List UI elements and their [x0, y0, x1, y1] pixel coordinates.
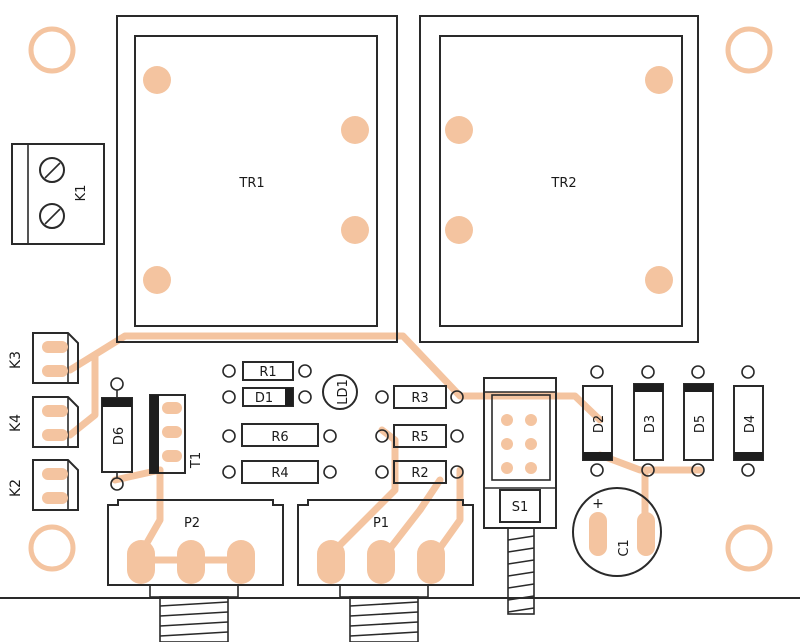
diode-d1: D1 — [222, 387, 312, 407]
connector-k3: K3 — [8, 332, 79, 384]
resistor-r5: R5 — [375, 424, 464, 448]
potentiometer-p2: P2 — [107, 499, 284, 642]
r1-label: R1 — [259, 365, 276, 380]
d2-label: D2 — [592, 415, 607, 433]
k2-label: K2 — [8, 479, 24, 497]
ld1-label: LD1 — [336, 379, 351, 405]
r3-label: R3 — [411, 391, 428, 406]
led-ld1: LD1 — [322, 374, 358, 410]
k3-label: K3 — [8, 351, 24, 369]
diode-d2: D2 — [582, 365, 613, 477]
transformer-tr1: TR1 — [116, 15, 398, 343]
switch-s1: S1 — [483, 377, 557, 615]
terminal-k1: K1 — [11, 143, 105, 245]
diode-d4: D4 — [733, 365, 764, 477]
t1-label: T1 — [189, 452, 204, 469]
d6-label: D6 — [112, 427, 127, 445]
resistor-r2: R2 — [375, 460, 464, 484]
resistor-r4: R4 — [222, 460, 337, 484]
c1-label: C1 — [617, 539, 632, 556]
d3-label: D3 — [643, 415, 658, 433]
resistor-r6: R6 — [222, 423, 337, 447]
mounting-hole-bottom-left — [28, 524, 76, 572]
diode-d5: D5 — [683, 365, 714, 477]
mounting-hole-top-left — [28, 26, 76, 74]
transformer-tr2: TR2 — [419, 15, 699, 343]
r5-label: R5 — [411, 430, 428, 445]
capacitor-c1: + C1 — [572, 487, 662, 577]
r6-label: R6 — [271, 430, 288, 445]
r4-label: R4 — [271, 466, 288, 481]
d4-label: D4 — [743, 415, 758, 433]
diode-d6: D6 — [101, 377, 133, 491]
transistor-t1: T1 — [149, 394, 204, 474]
p1-label: P1 — [373, 516, 389, 531]
mounting-hole-bottom-right — [725, 524, 773, 572]
p2-label: P2 — [184, 516, 200, 531]
connector-k2: K2 — [8, 459, 79, 511]
mounting-hole-top-right — [725, 26, 773, 74]
diode-d3: D3 — [633, 365, 664, 477]
tr2-label: TR2 — [550, 176, 576, 191]
r2-label: R2 — [411, 466, 428, 481]
k4-label: K4 — [8, 414, 24, 432]
k1-label: K1 — [74, 185, 89, 202]
tr1-label: TR1 — [238, 176, 264, 191]
resistor-r3: R3 — [375, 385, 464, 409]
c1-plus-label: + — [592, 496, 604, 512]
resistor-r1: R1 — [222, 361, 312, 381]
d5-label: D5 — [693, 415, 708, 433]
s1-label: S1 — [512, 500, 529, 515]
connector-k4: K4 — [8, 396, 79, 448]
d1-label: D1 — [255, 391, 273, 406]
potentiometer-p1: P1 — [297, 499, 474, 642]
